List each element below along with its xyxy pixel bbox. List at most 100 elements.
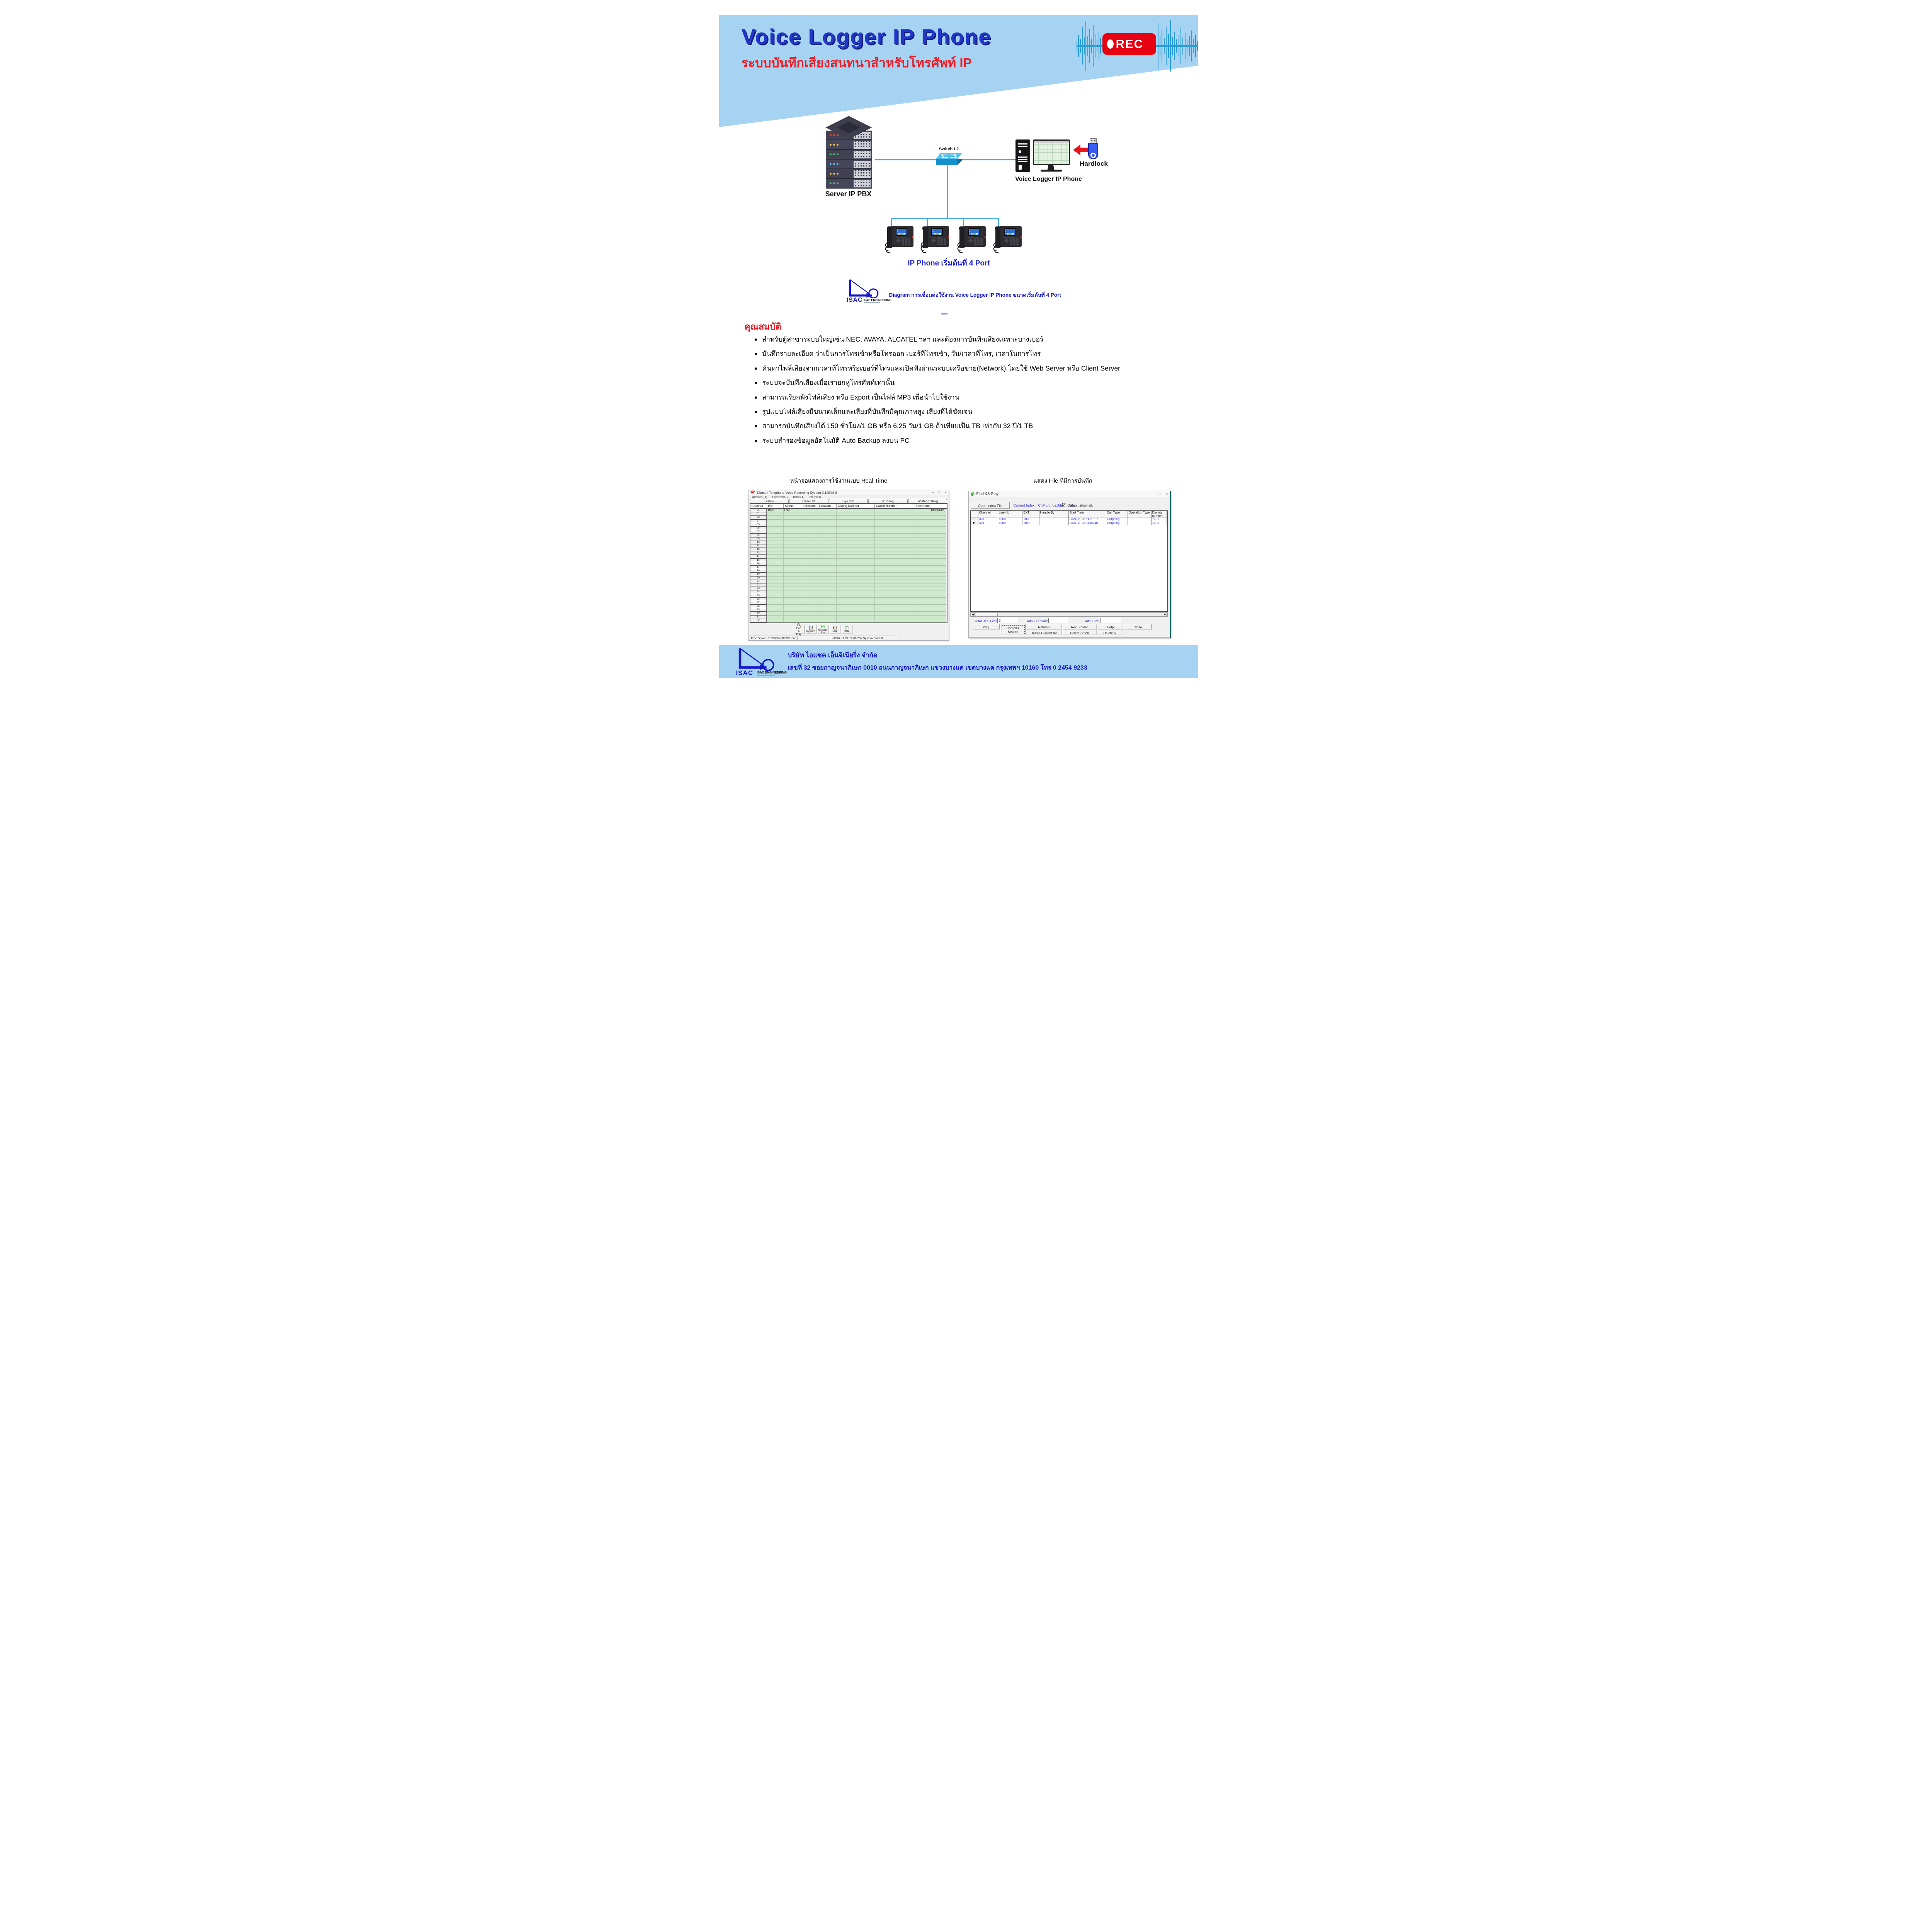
table-row[interactable]: 10 [750, 541, 947, 544]
close-button[interactable]: × [944, 491, 946, 494]
waveform-bar [1080, 39, 1081, 53]
data-cell [802, 520, 818, 523]
table-row[interactable]: 03 [750, 516, 947, 519]
maximize-button[interactable]: □ [938, 491, 940, 494]
data-cell [767, 619, 784, 622]
menu-item[interactable]: System(S) [772, 495, 788, 499]
scrollbar-thumb[interactable] [976, 613, 998, 617]
waveform-bar [1091, 39, 1092, 53]
data-cell [837, 555, 875, 558]
data-cell [837, 534, 875, 537]
table-row[interactable]: 23 [750, 587, 947, 590]
tab-caller-id[interactable]: Caller ID [789, 499, 828, 503]
helpbutton[interactable]: ?Help [841, 625, 852, 634]
table-row[interactable]: 11 [750, 544, 947, 548]
table-row[interactable]: 32 [750, 619, 947, 622]
table-row[interactable]: 06 [750, 527, 947, 530]
data-cell [875, 523, 915, 527]
close-button[interactable]: × [1166, 492, 1168, 496]
channel-cell: 26 [750, 598, 767, 601]
table-row[interactable]: 07 [750, 530, 947, 534]
delete-batch-button[interactable]: Delete Batch [1062, 630, 1097, 635]
total-rec-files-value[interactable]: 2 [997, 618, 1018, 623]
features-heading: คุณสมบัติ [745, 320, 781, 334]
data-cell [837, 516, 875, 519]
column-header: EXT [1022, 511, 1039, 517]
tab-run-log[interactable]: Run log [868, 499, 908, 503]
button-label: System [806, 630, 815, 633]
table-row[interactable]: 24 [750, 590, 947, 594]
data-cell: 1000 [1022, 521, 1039, 525]
total-size-value[interactable] [1100, 618, 1121, 623]
horizontal-scrollbar[interactable]: ◀ ▶ [970, 612, 1168, 617]
scroll-right-icon[interactable]: ▶ [1163, 613, 1167, 616]
table-row[interactable]: 19 [750, 573, 947, 576]
table-row[interactable]: 26 [750, 598, 947, 601]
table-row[interactable]: ▶301100010002024-11-28 11:48:46Outgoing1… [971, 521, 1167, 525]
data-cell [837, 608, 875, 612]
feature-item: บันทึกรายละเอียด ว่าเป็นการโทรเข้าหรือโท… [752, 349, 1184, 359]
data-cell [784, 608, 802, 612]
minimize-button[interactable]: – [932, 491, 934, 494]
data-cell [837, 566, 875, 569]
system-started-status: <2567-11-27 17:00:26> System Started [831, 636, 896, 640]
tab-ip-recording[interactable]: IP Recording [908, 499, 947, 503]
column-header: Direction [802, 504, 818, 508]
table-row[interactable]: 09 [750, 537, 947, 541]
complex-search-button[interactable]: Complex Search [1000, 624, 1026, 635]
play-button[interactable]: Play [973, 624, 1000, 629]
recycle-binbutton[interactable]: Recycle Bin [817, 625, 828, 634]
table-row[interactable]: 08 [750, 534, 947, 537]
data-cell [802, 512, 818, 516]
switch-l2-icon [936, 153, 962, 165]
menu-item[interactable]: Operate(O) [751, 495, 767, 499]
exitbutton[interactable]: Exit [829, 625, 840, 634]
default-show-all-checkbox[interactable]: ✓ [1062, 503, 1066, 507]
table-row[interactable]: 30 [750, 612, 947, 615]
data-cell [875, 601, 915, 605]
table-row[interactable]: 18 [750, 569, 947, 573]
table-row[interactable]: 28 [750, 605, 947, 608]
table-row[interactable]: 17 [750, 566, 947, 569]
table-row[interactable]: 29 [750, 608, 947, 612]
table-row[interactable]: 22 [750, 583, 947, 587]
table-row[interactable]: 13 [750, 551, 947, 555]
features-list: สำหรับตู้สาขาระบบใหญ่เช่น NEC, AVAYA, AL… [752, 335, 1184, 450]
total-durations-value[interactable] [1048, 618, 1068, 623]
table-row[interactable]: 15 [750, 559, 947, 562]
refresh-button[interactable]: Refresh [1027, 624, 1061, 629]
table-row[interactable]: 14 [750, 555, 947, 558]
menu-item[interactable]: Help(H) [810, 495, 821, 499]
table-row[interactable]: 04 [750, 520, 947, 523]
close-button[interactable]: Close [1124, 624, 1152, 629]
server-leds [830, 163, 839, 165]
data-cell [837, 612, 875, 615]
table-row[interactable]: 011000Free1000(DEPT) [750, 509, 947, 512]
table-row[interactable]: 27 [750, 601, 947, 605]
scroll-left-icon[interactable]: ◀ [971, 613, 975, 616]
delete-all-button[interactable]: Delete All [1098, 630, 1123, 635]
table-row[interactable]: 25 [750, 594, 947, 598]
minimize-button[interactable]: – [1150, 492, 1153, 496]
menu-item[interactable]: Tools(T) [793, 495, 805, 499]
table-row[interactable]: 02 [750, 512, 947, 516]
table-row[interactable]: 20 [750, 577, 947, 580]
systembutton[interactable]: System [805, 625, 816, 634]
table-row[interactable]: 16 [750, 562, 947, 566]
delete-current-file-button[interactable]: Delete Current file [1027, 630, 1061, 635]
table-row[interactable]: 31 [750, 616, 947, 619]
table-row[interactable]: 12 [750, 548, 947, 551]
rec-folder-button[interactable]: Rec. Folder [1062, 624, 1097, 629]
table-row[interactable]: 21 [750, 580, 947, 583]
server-leds [830, 182, 839, 184]
table-row[interactable]: 301100010002024-11-28 14:21:57Outgoing10… [971, 517, 1167, 521]
tab-sys-info[interactable]: Sys Info [829, 499, 868, 503]
led-dot [837, 134, 839, 136]
find-playbutton[interactable]: Find & Play [793, 625, 805, 634]
table-row[interactable]: 05 [750, 523, 947, 527]
maximize-button[interactable]: □ [1158, 492, 1160, 496]
help-button[interactable]: Help [1098, 624, 1123, 629]
open-index-file-button[interactable]: Open Index File [971, 502, 1010, 509]
data-cell [875, 566, 915, 569]
tab-status[interactable]: Status [750, 499, 789, 503]
